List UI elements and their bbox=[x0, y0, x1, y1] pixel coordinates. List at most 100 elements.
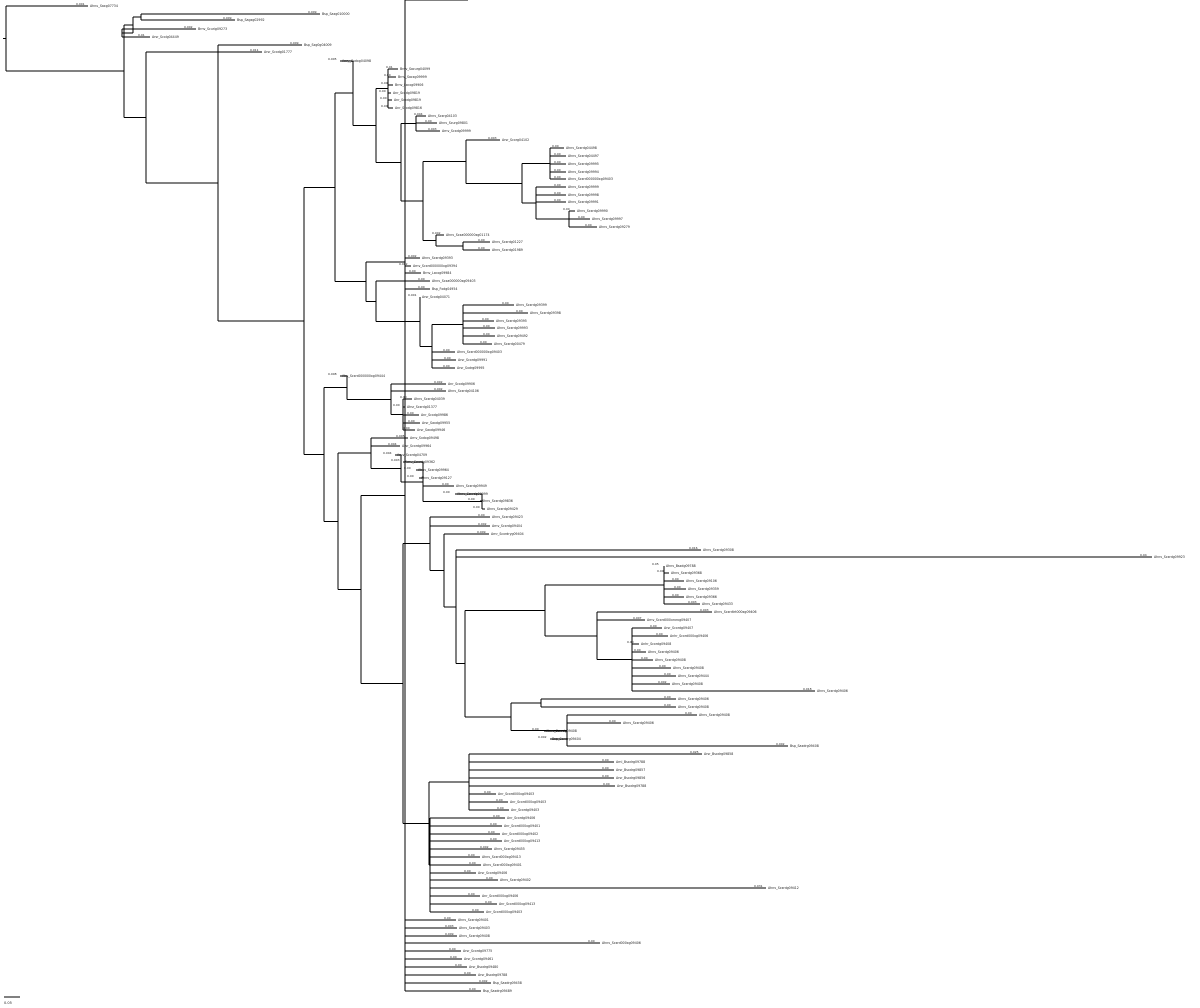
leaf-label: Ahnv_Scxrdg00479 bbox=[494, 342, 525, 346]
leaf-label: Ahnv_Scxrdg09412 bbox=[768, 886, 799, 890]
branch-length-label: 0.04 bbox=[1140, 553, 1147, 557]
leaf-label: Arnv_Sxdxg09498 bbox=[410, 436, 439, 440]
leaf-label: Anr_Scxrd000xg09402 bbox=[502, 832, 538, 836]
branch-length-label: 0.00 bbox=[603, 782, 610, 786]
leaf-label: Arsr_Saxdg09946 bbox=[417, 428, 445, 432]
branch-length-label: 0.00 bbox=[554, 152, 561, 156]
leaf-label: Arnv_Scxrdg04709 bbox=[397, 453, 427, 457]
leaf-label: Ahnv_Scxrdg09406 bbox=[817, 689, 848, 693]
leaf-label: Anry_Sxdxg04098 bbox=[342, 59, 371, 63]
leaf-label: Anr_Scxrd000xg09403 bbox=[498, 792, 534, 796]
branch-length-label: 0.00 bbox=[656, 632, 663, 636]
leaf-label: Arnv_Scxdg09999 bbox=[442, 129, 471, 133]
leaf-label: Bsp_Fxdg04954 bbox=[432, 287, 457, 291]
leaf-label: Ahnv_Scxrdg09998 bbox=[568, 193, 599, 197]
leaf-label: Ahnv_Scxrdg09366 bbox=[686, 595, 717, 599]
leaf-label: Ahnv_Scxrdg09993 bbox=[497, 326, 528, 330]
scale-bar: 0.05 bbox=[4, 996, 20, 1005]
leaf-label: Ahnv_Scxrdg09393 bbox=[422, 256, 453, 260]
leaf-label: Arnv_Scxrdg09404 bbox=[492, 524, 522, 528]
leaf-label: Anr_Scxrdg09406 bbox=[507, 816, 535, 820]
branch-length-label: 0.002 bbox=[434, 387, 443, 391]
leaf-label: Ahnv_Scxrdg09433 bbox=[702, 602, 733, 606]
leaf-label: Arnv_Scxrd000xrxrxg09407 bbox=[647, 618, 691, 622]
branch-length-label: 0.002 bbox=[184, 25, 193, 29]
branch-length-label: 0.00 bbox=[443, 348, 450, 352]
leaf-label: Arsr_Saxdg09955 bbox=[422, 421, 450, 425]
branch-length-label: 0.00 bbox=[472, 908, 479, 912]
leaf-label: Ahp_Scxrd000000xg09444 bbox=[342, 374, 385, 378]
leaf-label: Ahnv_Scxrdg09401 bbox=[458, 918, 489, 922]
leaf-label: Brnv_Sacxg09999 bbox=[398, 75, 427, 79]
leaf-label: Bsp_Saxdrg09408 bbox=[790, 744, 819, 748]
branch-length-label: 0.00 bbox=[664, 695, 671, 699]
branch-length-label: 0.018 bbox=[803, 687, 812, 691]
branch-length-label: 0.00 bbox=[393, 403, 400, 407]
branch-length-label: 0.00 bbox=[627, 640, 634, 644]
branch-length-label: 0.00 bbox=[408, 419, 415, 423]
branch-length-label: 0.003 bbox=[700, 608, 709, 612]
branch-length-label: 0.00 bbox=[464, 971, 471, 975]
leaf-label: Brnv_Lxcxg09906 bbox=[395, 83, 423, 87]
leaf-label: Arsr_Bsxdrg09857 bbox=[616, 768, 645, 772]
leaf-label: Arsr_Scxrdg09964 bbox=[402, 444, 431, 448]
branch-length-label: 0.00 bbox=[502, 301, 509, 305]
branch-length-label: 0.00 bbox=[407, 411, 414, 415]
leaf-label: Ahnv_Scxrdg09444 bbox=[678, 674, 709, 678]
leaf-label: Ahsr_Scxrdg01377 bbox=[407, 405, 437, 409]
leaf-label: Ahnv_Scxrdg09455 bbox=[494, 847, 525, 851]
leaf-label: Ahnv_Scxrdg09964 bbox=[418, 468, 449, 472]
branch-length-label: 0.00 bbox=[674, 585, 681, 589]
branch-length-label: 0.002 bbox=[538, 735, 547, 739]
branch-length-label: 0.003 bbox=[445, 924, 454, 928]
branch-length-label: 0.00 bbox=[554, 160, 561, 164]
leaf-label: Arsr_Sxdrg09995 bbox=[457, 366, 484, 370]
leaf-label: Ahnv_Scxrdg09923 bbox=[1154, 555, 1185, 559]
leaf-label: Ahnv_Scxrdg09359 bbox=[688, 587, 719, 591]
branch-length-label: 0.00 bbox=[490, 837, 497, 841]
branch-length-label: 0.00 bbox=[554, 183, 561, 187]
branch-length-label: 0.05 bbox=[652, 562, 659, 566]
branch-length-label: 0.00 bbox=[485, 900, 492, 904]
leaf-label: Ahnv_Scxrdg09408 bbox=[699, 713, 730, 717]
leaf-label: Ahnv_Scxrdg09423 bbox=[492, 515, 523, 519]
leaf-label: Ahnv_Scxrdg09408 bbox=[673, 666, 704, 670]
branch-length-label: 0.011 bbox=[250, 48, 259, 52]
branch-length-label: 0.00 bbox=[685, 711, 692, 715]
branch-length-label: 0.00 bbox=[444, 356, 451, 360]
leaf-label: Arsr_Scxrdg09406 bbox=[478, 871, 507, 875]
branch-length-label: 0.00 bbox=[493, 814, 500, 818]
branch-length-label: 0.00 bbox=[482, 317, 489, 321]
branch-length-label: 0.01 bbox=[138, 33, 145, 37]
branch-length-label: 0.00 bbox=[585, 223, 592, 227]
leaf-label: Ahnv_Scxrdg09995 bbox=[568, 162, 599, 166]
branch-length-label: 0.00 bbox=[442, 482, 449, 486]
leaf-label: Ahnv_Scxrd000000xg09403 bbox=[568, 177, 613, 181]
leaf-label: Ahnv_Scxrdg09994 bbox=[568, 170, 599, 174]
leaf-label: Ahnv_Scxrdg09408 bbox=[655, 658, 686, 662]
leaf-label: Brnv_Scurig09273 bbox=[198, 27, 227, 31]
leaf-label: Arsr_Bsxdrg09480 bbox=[469, 965, 498, 969]
leaf-label: Arsr_Bsxdrg09788 bbox=[478, 973, 507, 977]
leaf-label: Ahnv_Scxrdg04498 bbox=[566, 146, 597, 150]
leaf-label: Ahnv_Scxrd000xg09401 bbox=[483, 863, 522, 867]
leaf-label: Arsr_Scxrg04102 bbox=[502, 138, 529, 142]
branch-length-label: 0.00 bbox=[418, 277, 425, 281]
branch-length-label: 0.002 bbox=[478, 522, 487, 526]
branch-length-label: 0.00 bbox=[634, 648, 641, 652]
branch-length-label: 0.00 bbox=[468, 497, 475, 501]
leaf-label: Arnv_Scxrdg09362 bbox=[405, 460, 435, 464]
leaf-label: Arsr_Scxdg01777 bbox=[264, 50, 292, 54]
leaf-label: Ahnv_Scxrdg09279 bbox=[599, 225, 630, 229]
scale-bar-label: 0.05 bbox=[4, 1001, 12, 1005]
leaf-label: Ahnv_Scxrdg09106 bbox=[686, 579, 717, 583]
leaf-label: Bsp_Saxdrg09458 bbox=[493, 981, 522, 985]
branch-length-label: 0.00 bbox=[554, 198, 561, 202]
branch-length-label: 0.003 bbox=[488, 136, 497, 140]
branch-length-label: 0.01 bbox=[386, 65, 393, 69]
leaf-label: Ahnv_Scxrdg09408 bbox=[678, 705, 709, 709]
leaf-label: Ahnv_Scxrd000xg09413 bbox=[482, 855, 521, 859]
branch-length-label: 0.00 bbox=[641, 656, 648, 660]
leaf-label: Brnv_Sacurg04099 bbox=[400, 67, 430, 71]
branch-length-label: 0.002 bbox=[399, 262, 408, 266]
